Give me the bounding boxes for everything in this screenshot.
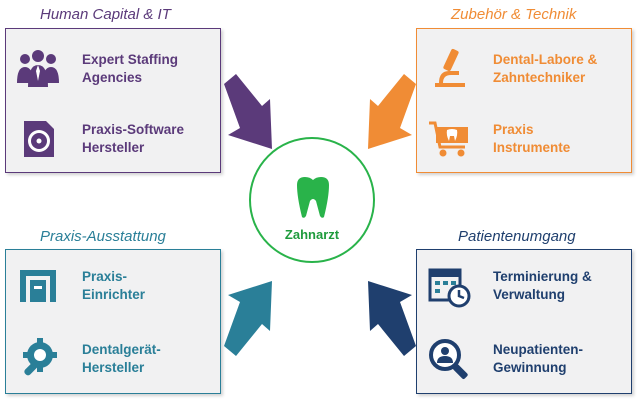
cart-tooth-icon [429, 121, 468, 157]
list-item-neupatienten: Neupatienten- Gewinnung [417, 329, 631, 389]
list-item-dentalgeraet: Dentalgerät- Hersteller [6, 329, 220, 389]
item-label: Dental-Labore & Zahntechniker [493, 52, 598, 85]
wrench-gear-icon [23, 338, 57, 376]
center-label: Zahnarzt [284, 227, 340, 242]
arrow-human-capital [224, 74, 272, 149]
list-item-terminierung: Terminierung & Verwaltung [417, 256, 631, 316]
quadrant-title-patientenumgang: Patientenumgang [458, 228, 576, 245]
quadrant-title-praxis-ausstattung: Praxis-Ausstattung [40, 228, 166, 245]
list-item-praxis-instrumente: Praxis Instrumente [417, 109, 631, 169]
quadrant-box-human-capital: Expert Staffing Agencies Praxis-Software… [5, 28, 221, 173]
quadrant-box-zubehoer-technik: Dental-Labore & Zahntechniker Praxis Ins… [416, 28, 632, 173]
software-disc-icon [24, 121, 54, 157]
list-item-praxis-einrichter: Praxis- Einrichter [6, 256, 220, 316]
quadrant-title-human-capital: Human Capital & IT [40, 6, 171, 23]
item-label: Dentalgerät- Hersteller [82, 342, 161, 375]
quadrant-box-patientenumgang: Terminierung & Verwaltung Neupatienten- … [416, 249, 632, 394]
item-label: Neupatienten- Gewinnung [493, 342, 584, 375]
item-label: Terminierung & Verwaltung [493, 269, 592, 302]
quadrant-title-zubehoer-technik: Zubehör & Technik [451, 6, 577, 23]
search-person-icon [429, 339, 468, 379]
tooth-icon [297, 177, 329, 218]
list-item-expert-staffing: Expert Staffing Agencies [6, 39, 220, 99]
list-item-praxis-software: Praxis-Software Hersteller [6, 109, 220, 169]
item-label: Praxis-Software Hersteller [82, 122, 185, 155]
arrow-patientenumgang [368, 281, 416, 356]
quadrant-box-praxis-ausstattung: Praxis- Einrichter Dentalgerät- Herstell… [5, 249, 221, 394]
item-label: Praxis Instrumente [493, 122, 571, 155]
center-node-zahnarzt: Zahnarzt [249, 137, 375, 263]
arrow-zubehoer-technik [368, 74, 416, 149]
calendar-clock-icon [428, 268, 471, 308]
arrow-praxis-ausstattung [224, 281, 272, 356]
item-label: Expert Staffing Agencies [82, 52, 179, 85]
list-item-dental-labore: Dental-Labore & Zahntechniker [417, 39, 631, 99]
people-group-icon [17, 50, 59, 87]
furniture-icon [20, 270, 56, 302]
microscope-icon [435, 48, 465, 87]
item-label: Praxis- Einrichter [82, 269, 146, 302]
